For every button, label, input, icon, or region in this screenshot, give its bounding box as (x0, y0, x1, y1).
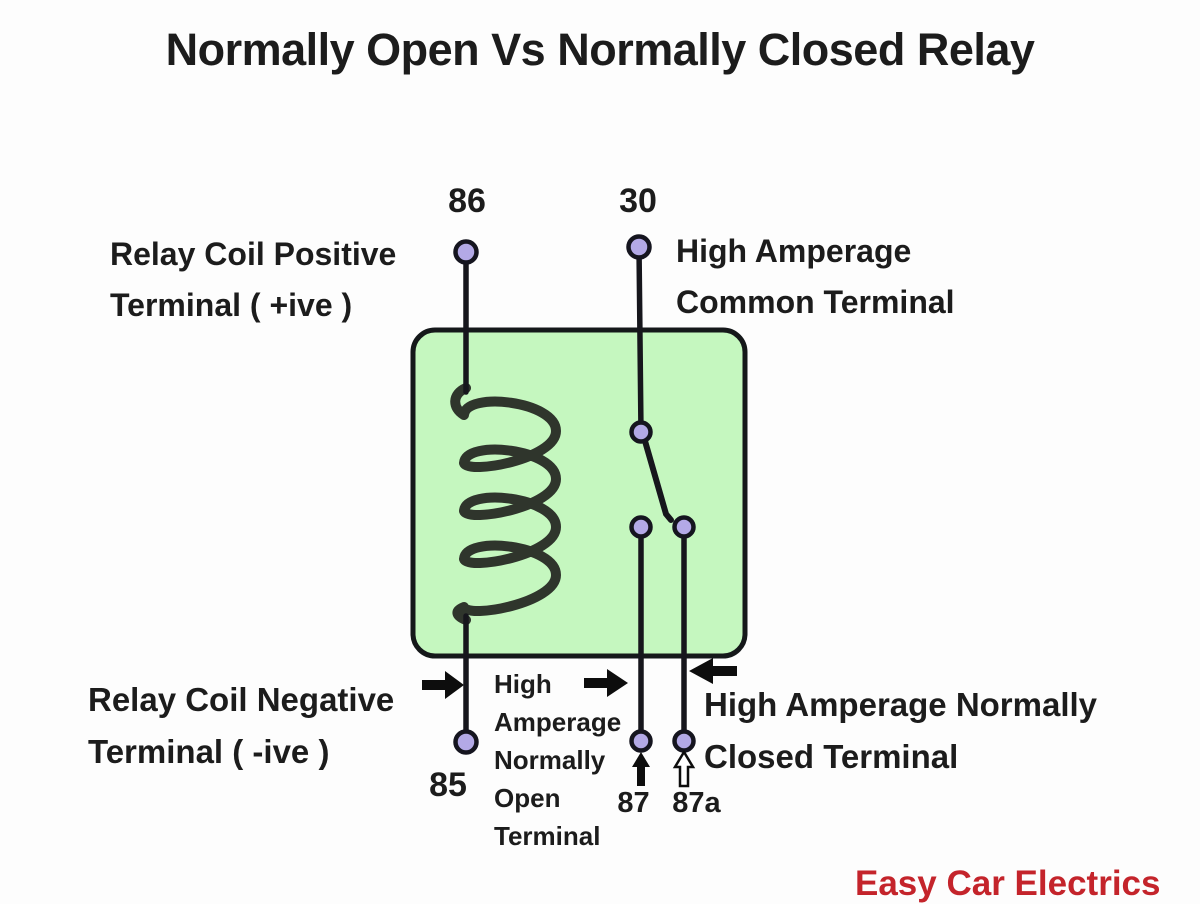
page-title: Normally Open Vs Normally Closed Relay (165, 24, 1035, 75)
arrow-left-icon (689, 658, 737, 684)
label-no-line4: Open (494, 783, 561, 813)
brand-watermark: Easy Car Electrics (855, 864, 1161, 903)
label-nc-line1: High Amperage Normally (704, 686, 1098, 723)
wire-terminal-30 (636, 244, 644, 435)
terminal-dot-87 (629, 729, 653, 753)
label-coil-negative-line2: Terminal ( -ive ) (88, 733, 330, 770)
label-coil-positive: Relay Coil Positive Terminal ( +ive ) (110, 229, 396, 331)
label-coil-positive-line1: Relay Coil Positive (110, 236, 397, 272)
arrow-right-icon (422, 671, 464, 699)
label-coil-positive-line2: Terminal ( +ive ) (110, 287, 353, 323)
arrow-up-solid-icon (632, 752, 650, 786)
label-no-line2: Amperage (494, 707, 622, 737)
terminal-dot-30 (626, 234, 652, 260)
arrow-up-outline-icon (672, 749, 696, 788)
label-common-line1: High Amperage (676, 233, 912, 269)
terminal-dot-85 (453, 729, 479, 755)
label-no-line5: Terminal (494, 821, 601, 851)
coil-winding-icon (450, 383, 561, 625)
label-common-line2: Common Terminal (676, 284, 955, 320)
label-no-line1: High (494, 669, 552, 699)
label-coil-negative-line1: Relay Coil Negative (88, 681, 395, 718)
terminal-id-87: 87 (617, 787, 650, 819)
label-nc-line2: Closed Terminal (704, 738, 959, 775)
terminal-id-30: 30 (619, 182, 657, 220)
switch-contact-dot-no (629, 515, 653, 539)
switch-contact-dot-nc (672, 515, 696, 539)
terminal-dot-87a (672, 729, 696, 753)
arrow-right-icon (584, 669, 628, 697)
relay-body (410, 327, 748, 659)
label-normally-closed: High Amperage Normally Closed Terminal (704, 679, 1097, 783)
terminal-dot-86 (453, 239, 479, 265)
label-no-line3: Normally (494, 745, 606, 775)
terminal-id-86: 86 (448, 182, 486, 220)
switch-armature (642, 438, 674, 523)
label-common-terminal: High Amperage Common Terminal (676, 226, 955, 328)
switch-pivot-dot (629, 420, 653, 444)
label-normally-open: High Amperage Normally Open Terminal (494, 665, 621, 855)
terminal-id-87a: 87a (672, 787, 721, 819)
label-coil-negative: Relay Coil Negative Terminal ( -ive ) (88, 674, 394, 778)
terminal-id-85: 85 (429, 766, 467, 804)
